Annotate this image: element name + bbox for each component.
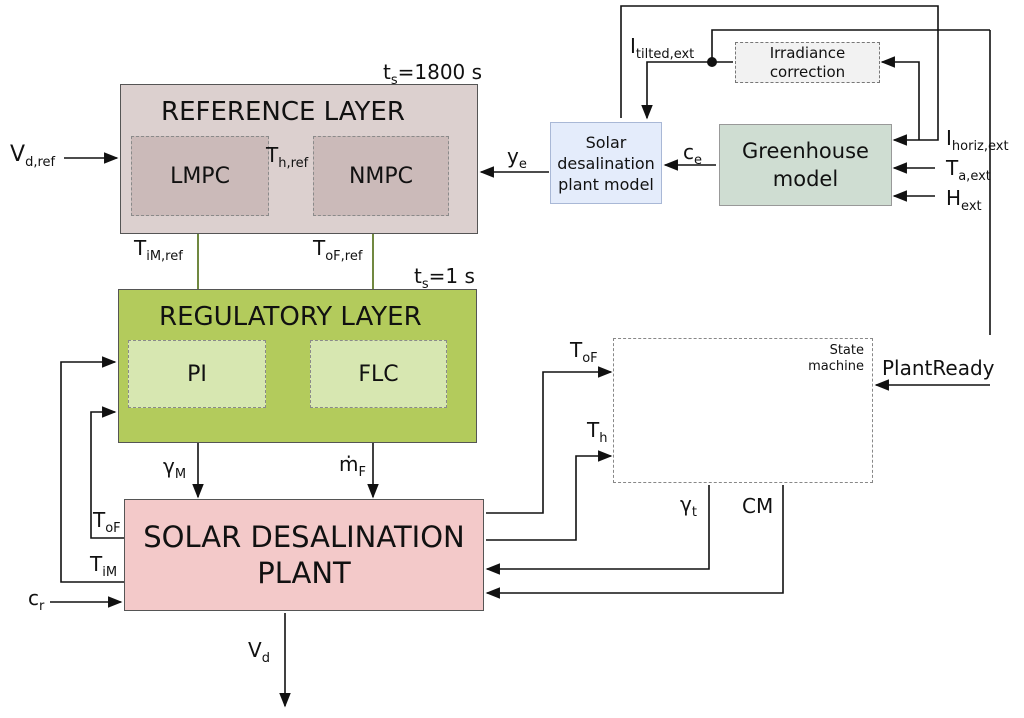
- mdot-f-label: ṁF: [339, 452, 366, 480]
- arrow-tilted: [641, 61, 712, 120]
- gamma-t-label: γt: [680, 492, 697, 520]
- greenhouse-model: Greenhouse model: [719, 124, 892, 206]
- i-tilted-label: Itilted,ext: [630, 34, 695, 62]
- vd-ref-label: Vd,ref: [10, 142, 56, 170]
- h-ext-label: Hext: [946, 186, 982, 214]
- tof-feedback-label: ToF: [93, 508, 121, 536]
- th-sm-label: Th: [587, 418, 608, 446]
- cm-label: CM: [742, 494, 774, 518]
- arrow-tim-fb: [60, 356, 124, 583]
- t-a-label: Ta,ext: [946, 156, 991, 184]
- arrow-i-horiz: [711, 29, 990, 62]
- th-ref-label: Th,ref: [266, 143, 309, 171]
- nmpc-block: NMPC: [313, 136, 449, 216]
- solar-desalination-plant: SOLAR DESALINATION PLANT: [124, 499, 484, 611]
- ye-label: ye: [507, 144, 527, 172]
- solar-desalination-plant-model: Solar desalination plant model: [550, 122, 662, 204]
- cr-label: cr: [28, 586, 45, 614]
- state-machine: State machine: [613, 338, 873, 483]
- arrow-irr-in: [880, 56, 920, 140]
- flc-block: FLC: [310, 340, 447, 408]
- lmpc-block: LMPC: [131, 136, 269, 216]
- ce-label: ce: [683, 140, 702, 168]
- irradiance-correction: Irradiance correction: [735, 42, 880, 83]
- tof-sm-label: ToF: [570, 338, 598, 366]
- arrow-gammat: [485, 485, 710, 575]
- i-horiz-label: Ihoriz,ext: [946, 126, 1009, 154]
- state-machine-title: State machine: [808, 343, 864, 374]
- arrow-tof-fb: [90, 406, 124, 539]
- tim-ref-label: TiM,ref: [134, 236, 183, 264]
- regulatory-layer-title: REGULATORY LAYER: [159, 302, 422, 332]
- ts-reference-label: ts=1800 s: [383, 60, 483, 88]
- gamma-m-label: γM: [163, 454, 187, 482]
- tim-feedback-label: TiM: [90, 552, 118, 580]
- arrow-cm: [485, 485, 784, 599]
- reference-layer-title: REFERENCE LAYER: [161, 97, 405, 127]
- arrow-tof-sm: [486, 366, 613, 514]
- tof-ref-label: ToF,ref: [313, 236, 363, 264]
- vd-label: Vd: [248, 638, 270, 666]
- arrow-th-sm: [486, 450, 613, 541]
- pi-block: PI: [128, 340, 266, 408]
- plant-ready-label: PlantReady: [882, 356, 995, 380]
- line-top-loop: [620, 5, 939, 146]
- junction-dot: [707, 57, 717, 67]
- ts-regulatory-label: ts=1 s: [414, 264, 475, 292]
